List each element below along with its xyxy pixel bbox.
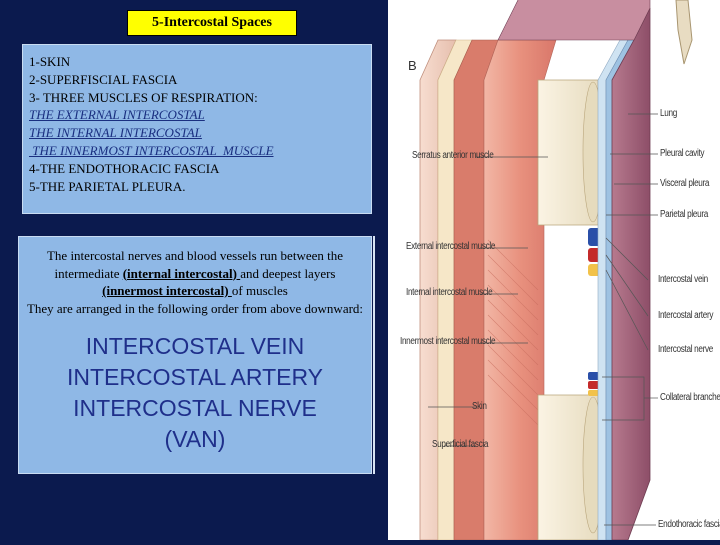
label-skin: Skin — [472, 401, 487, 412]
nerves-text-1: The intercostal nerves and blood vessels… — [46, 248, 344, 281]
label-innermost-intercostal: Innermost intercostal muscle — [400, 336, 496, 347]
label-superficial-fascia: Superficial fascia — [432, 439, 489, 450]
label-visceral-pleura: Visceral pleura — [660, 178, 710, 189]
label-pleural-cavity: Pleural cavity — [660, 148, 705, 159]
nerves-vessels-box: The intercostal nerves and blood vessels… — [18, 236, 372, 474]
upper-rib — [537, 79, 604, 226]
anatomy-illustration — [419, 0, 693, 541]
van-artery: INTERCOSTAL ARTERY — [66, 364, 324, 390]
label-intercostal-vein: Intercostal vein — [658, 274, 708, 285]
layer-superficial-fascia: 2-SUPERFISCIAL FASCIA — [29, 71, 178, 87]
label-serratus: Serratus anterior muscle — [412, 150, 494, 161]
layer-endothoracic-fascia: 4-THE ENDOTHORACIC FASCIA — [29, 160, 220, 176]
layer-muscles: 3- THREE MUSCLES OF RESPIRATION: — [29, 89, 258, 105]
lower-rib — [537, 394, 604, 541]
label-parietal-pleura: Parietal pleura — [660, 209, 708, 220]
layer-parietal-pleura: 5-THE PARIETAL PLEURA. — [29, 178, 186, 194]
slide-title: 5-Intercostal Spaces — [127, 10, 297, 36]
van-vein: INTERCOSTAL VEIN — [85, 333, 305, 359]
label-intercostal-nerve: Intercostal nerve — [658, 344, 714, 355]
van-acronym: (VAN) — [164, 426, 226, 452]
link-internal-intercostal[interactable]: THE INTERNAL INTERCOSTAL — [29, 125, 202, 141]
link-external-intercostal[interactable]: THE EXTERNAL INTERCOSTAL — [29, 107, 205, 123]
anatomy-diagram-panel: B Serratus anterior muscle External inte… — [388, 0, 720, 541]
nerves-text-2: and deepest layers — [240, 265, 336, 281]
order-description: They are arranged in the following order… — [26, 300, 364, 316]
layer-skin: 1-SKIN — [29, 54, 71, 69]
van-list: INTERCOSTAL VEIN INTERCOSTAL ARTERY INTE… — [25, 331, 365, 455]
van-nerve: INTERCOSTAL NERVE — [73, 395, 317, 421]
nerves-text-internal: (internal intercostal) — [122, 265, 241, 281]
label-collateral-branches: Collateral branches — [660, 392, 720, 403]
layers-text-box: 1-SKIN 2-SUPERFISCIAL FASCIA 3- THREE MU… — [22, 44, 372, 214]
label-internal-intercostal: Internal intercostal muscle — [406, 287, 493, 298]
nerves-text-innermost: (innermost intercostal) — [102, 283, 232, 298]
label-lung: Lung — [660, 108, 677, 119]
leader-lines — [428, 113, 658, 526]
label-intercostal-artery: Intercostal artery — [658, 310, 714, 321]
link-innermost-intercostal[interactable]: THE INNERMOST INTERCOSTAL MUSCLE — [29, 142, 274, 158]
nerves-text-3: of muscles — [231, 283, 288, 298]
fragment-shape — [675, 0, 693, 65]
nerves-description: The intercostal nerves and blood vessels… — [25, 247, 365, 300]
panel-letter: B — [408, 58, 417, 73]
box-edge-rule — [373, 236, 375, 474]
label-external-intercostal: External intercostal muscle — [406, 241, 496, 252]
label-endothoracic-fascia: Endothoracic fascia — [658, 519, 720, 530]
